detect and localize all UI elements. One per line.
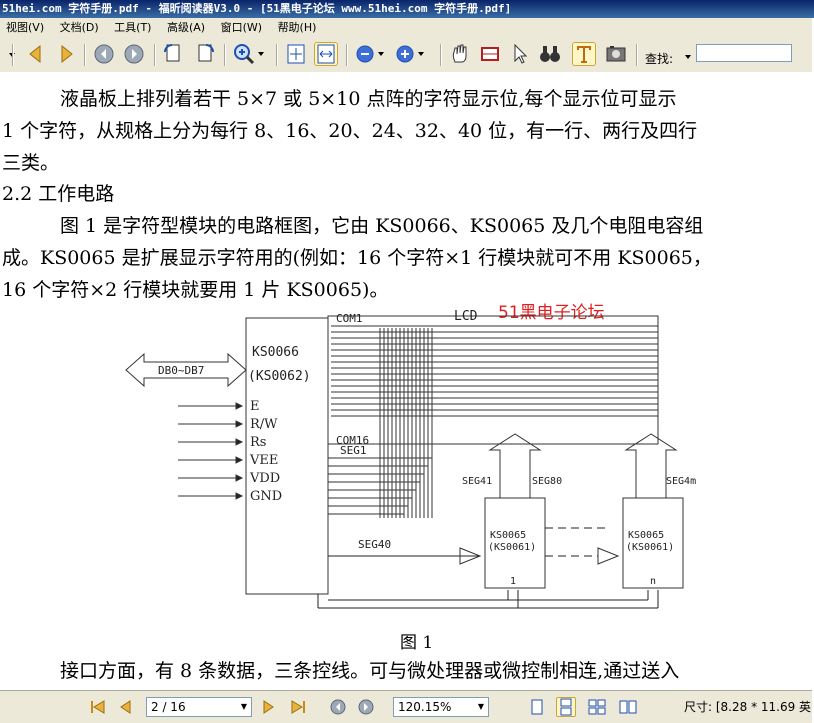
back-icon[interactable]: [92, 42, 116, 66]
menu-document[interactable]: 文档(D): [59, 21, 99, 34]
pin-rs-label: Rs: [250, 435, 266, 450]
continuous-facing-icon[interactable]: [618, 697, 638, 717]
search-options-icon[interactable]: [684, 48, 692, 60]
menu-tools[interactable]: 工具(T): [114, 21, 152, 34]
triangle-down-icon[interactable]: [0, 42, 15, 66]
rotate-left-icon[interactable]: [162, 42, 186, 66]
select-arrow-icon[interactable]: [508, 42, 532, 66]
com1-label: COM1: [336, 312, 363, 325]
status-bar: 2 / 16 ▼ 120.15% ▼ 尺寸: [8.28 * 11.69 英: [0, 690, 812, 723]
history-back-icon[interactable]: [328, 697, 348, 717]
zoom-out-icon[interactable]: [354, 42, 388, 66]
pin-e-label: E: [250, 399, 260, 414]
text-line-5: 图 1 是字符型模块的电路框图，它由 KS0066、KS0065 及几个电阻电容…: [60, 215, 704, 237]
search-label: 查找:: [645, 52, 674, 66]
find-binoculars-icon[interactable]: [538, 42, 562, 66]
first-page-icon[interactable]: [88, 697, 108, 717]
forward-icon[interactable]: [122, 42, 146, 66]
last-page-icon[interactable]: [288, 697, 308, 717]
pin-gnd-label: GND: [250, 489, 282, 504]
page-number-input[interactable]: 2 / 16 ▼: [146, 697, 252, 717]
zoom-in-icon[interactable]: [232, 42, 266, 66]
snapshot-icon[interactable]: [478, 42, 502, 66]
menu-help[interactable]: 帮助(H): [277, 21, 317, 34]
text-select-icon[interactable]: [572, 42, 596, 66]
document-page: 液晶板上排列着若干 5×7 或 5×10 点阵的字符显示位,每个显示位可显示 1…: [0, 72, 812, 690]
next-page-status-icon[interactable]: [258, 697, 278, 717]
menu-window[interactable]: 窗口(W): [220, 21, 263, 34]
continuous-page-icon[interactable]: [556, 697, 576, 717]
chip-main-label: KS0066: [252, 345, 299, 360]
text-line-6: 成。KS0065 是扩展显示字符用的(例如：16 个字符×1 行模块就可不用 K…: [2, 247, 712, 269]
text-line-7: 16 个字符×2 行模块就要用 1 片 KS0065)。: [2, 279, 389, 301]
seg41-label: SEG41: [462, 476, 492, 487]
lcd-label: LCD: [454, 309, 478, 324]
menu-advanced[interactable]: 高级(A): [166, 21, 206, 34]
seg1-label: SEG1: [340, 444, 367, 457]
text-line-1: 液晶板上排列着若干 5×7 或 5×10 点阵的字符显示位,每个显示位可显示: [60, 88, 677, 110]
chip-main-alt-label: (KS0062): [248, 369, 311, 384]
hand-tool-icon[interactable]: [448, 42, 472, 66]
section-heading: 2.2 工作电路: [2, 183, 115, 205]
fit-page-icon[interactable]: [284, 42, 308, 66]
figure-caption: 图 1: [400, 633, 434, 653]
text-line-last: 接口方面，有 8 条数据，三条控线。可与微处理器或微控制相连,通过送入: [60, 660, 680, 682]
zoom-level-input[interactable]: 120.15% ▼: [393, 697, 489, 717]
zoom-dropdown-icon[interactable]: ▼: [477, 702, 485, 711]
text-line-3: 三类。: [2, 152, 60, 174]
seg40-label: SEG40: [358, 538, 391, 551]
page-number-value: 2 / 16: [151, 700, 186, 714]
window-title: 51hei.com 字符手册.pdf - 福昕阅读器V3.0 - [51黑电子论…: [0, 0, 814, 18]
single-page-icon[interactable]: [527, 697, 547, 717]
text-line-2: 1 个字符，从规格上分为每行 8、16、20、24、32、40 位，有一行、两行…: [2, 120, 698, 142]
chip-ext-label: KS0065: [490, 530, 526, 541]
zoom-plus-icon[interactable]: [394, 42, 428, 66]
watermark: 51黑电子论坛: [498, 303, 605, 323]
prev-page-status-icon[interactable]: [116, 697, 136, 717]
search-input[interactable]: [696, 44, 792, 62]
toolbar: 查找:: [0, 38, 812, 73]
facing-page-icon[interactable]: [587, 697, 607, 717]
zoom-level-value: 120.15%: [398, 700, 452, 714]
pin-vdd-label: VDD: [249, 471, 280, 486]
menu-view[interactable]: 视图(V): [6, 21, 45, 34]
chip-ext-n-index-label: n: [650, 576, 656, 587]
fit-width-icon[interactable]: [314, 42, 338, 66]
next-page-icon[interactable]: [54, 42, 78, 66]
pin-vee-label: VEE: [249, 453, 278, 468]
chip-ext-alt-label: (KS0061): [488, 542, 536, 553]
page-size-label: 尺寸: [8.28 * 11.69 英: [684, 700, 812, 714]
prev-page-icon[interactable]: [24, 42, 48, 66]
seg80-label: SEG80: [532, 476, 562, 487]
history-forward-icon[interactable]: [356, 697, 376, 717]
pin-rw-label: R/W: [250, 417, 278, 432]
image-select-icon[interactable]: [604, 42, 628, 66]
chip-ext-n-alt-label: (KS0061): [626, 542, 674, 553]
rotate-right-icon[interactable]: [192, 42, 216, 66]
bus-label: DB0~DB7: [158, 364, 204, 377]
menu-bar: 视图(V) 文档(D) 工具(T) 高级(A) 窗口(W) 帮助(H): [0, 18, 812, 39]
seg4m-label: SEG4m: [666, 476, 696, 487]
com16-label: COM16: [336, 434, 369, 447]
chip-ext-1-label: 1: [510, 576, 516, 587]
page-dropdown-icon[interactable]: ▼: [240, 702, 248, 711]
chip-ext-n-label: KS0065: [628, 530, 664, 541]
circuit-diagram: LCD COM1 COM16: [125, 309, 696, 609]
